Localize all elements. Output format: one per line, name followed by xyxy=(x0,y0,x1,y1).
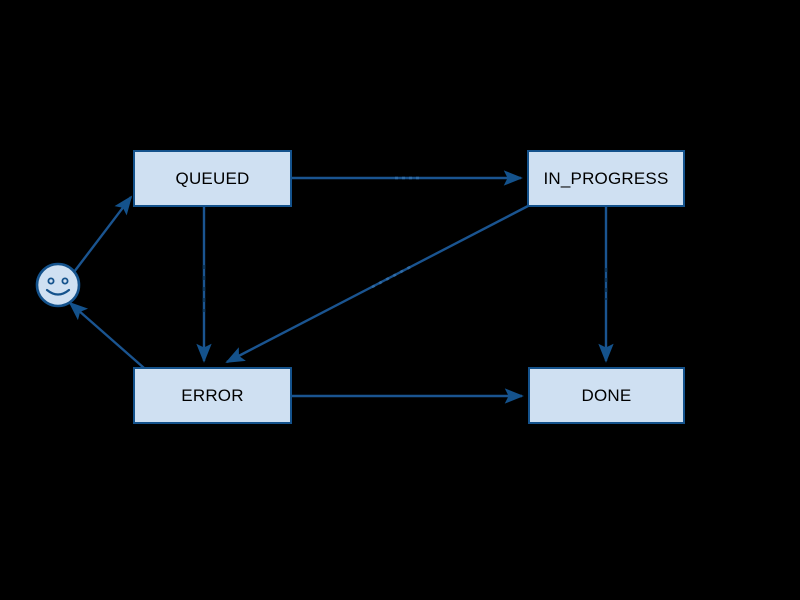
edge-error-to-start xyxy=(68,301,153,376)
start-state-smiley-node[interactable] xyxy=(34,261,82,309)
state-node-error[interactable]: ERROR xyxy=(133,367,292,424)
state-node-done[interactable]: DONE xyxy=(528,367,685,424)
smiley-left-eye-icon xyxy=(47,277,55,285)
state-label-in-progress: IN_PROGRESS xyxy=(543,168,669,188)
smiley-right-eye-icon xyxy=(61,277,69,285)
edge-in-progress-to-error xyxy=(225,204,529,364)
state-node-in-progress[interactable]: IN_PROGRESS xyxy=(527,150,685,207)
state-label-error: ERROR xyxy=(181,385,244,405)
state-label-done: DONE xyxy=(581,385,632,405)
edge-start-to-queued xyxy=(73,195,133,273)
smiley-mouth-icon xyxy=(45,288,71,296)
state-label-queued: QUEUED xyxy=(175,168,250,188)
smiley-face-icon xyxy=(35,262,81,308)
state-node-queued[interactable]: QUEUED xyxy=(133,150,292,207)
